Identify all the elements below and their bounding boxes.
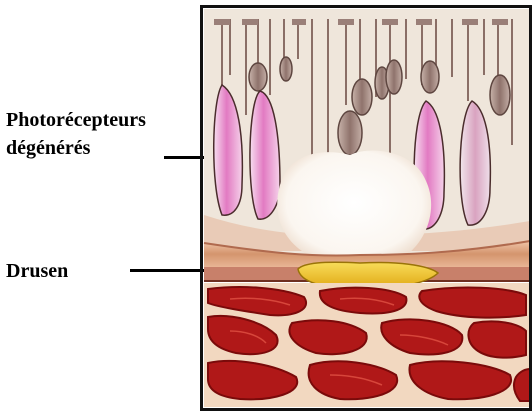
label-photoreceptors-line1: Photorécepteurs	[6, 107, 146, 134]
retina-cross-section-illustration	[200, 5, 532, 411]
label-photoreceptors-line2: dégénérés	[6, 135, 90, 162]
label-drusen: Drusen	[6, 258, 68, 285]
debris-area	[277, 151, 431, 267]
